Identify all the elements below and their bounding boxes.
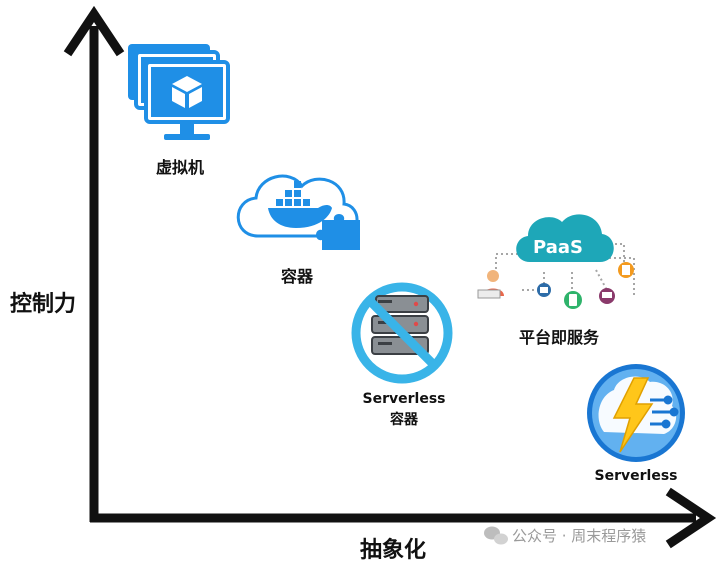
docker-cloud-icon	[236, 174, 360, 250]
lightning-brain-icon	[587, 364, 685, 462]
x-axis	[90, 487, 717, 549]
paas-label: 平台即服务	[518, 328, 599, 347]
serverless-container-label-line1: Serverless	[362, 391, 446, 407]
vm-label: 虚拟机	[155, 158, 204, 177]
x-axis-label: 抽象化	[359, 538, 426, 563]
watermark: 公众号 · 周末程序猿	[512, 522, 646, 548]
serverless-label: Serverless	[594, 468, 678, 484]
virtual-machine-icon	[128, 44, 230, 140]
serverless-container-label-line2: 容器	[390, 412, 418, 428]
no-server-icon	[351, 282, 453, 384]
container-label: 容器	[280, 267, 313, 286]
paas-cloud-icon: PaaS	[477, 214, 635, 309]
watermark-text: 公众号 · 周末程序猿	[512, 526, 647, 545]
wechat-icon	[484, 526, 508, 545]
y-axis	[63, 5, 125, 522]
y-axis-label: 控制力	[9, 292, 76, 317]
paas-cloud-text: PaaS	[533, 237, 583, 258]
